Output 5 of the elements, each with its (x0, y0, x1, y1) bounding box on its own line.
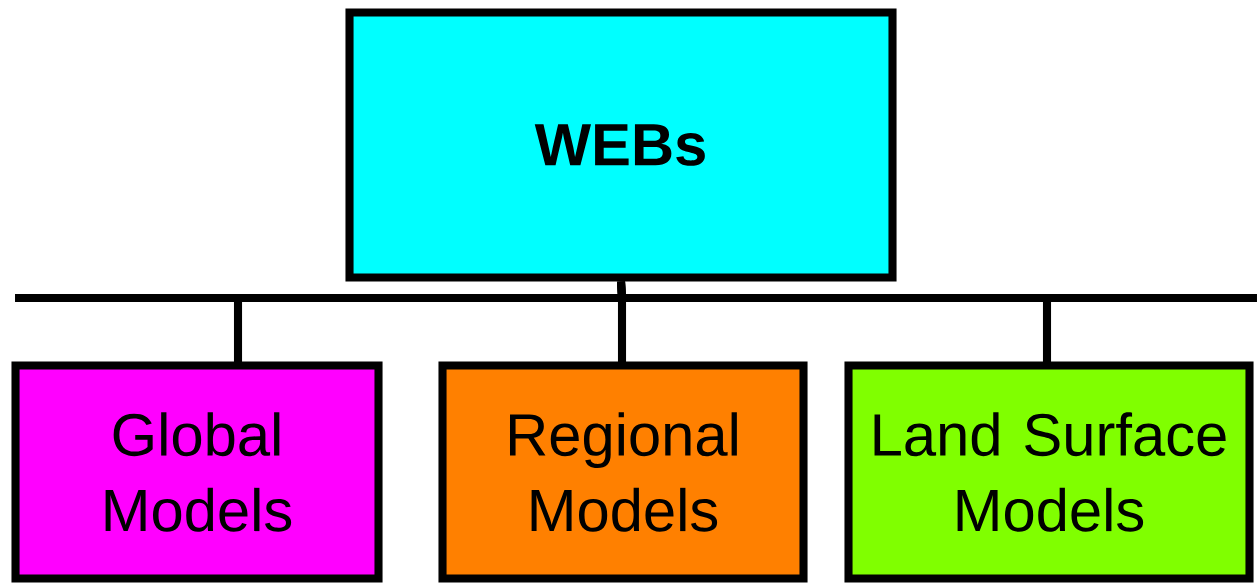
category-box: Global Models (11, 361, 383, 583)
category-box: Land Surface Models (844, 361, 1254, 583)
title-box: WEBs (345, 8, 897, 282)
connector-line (616, 281, 1052, 363)
category-box: Regional Models (438, 361, 808, 583)
